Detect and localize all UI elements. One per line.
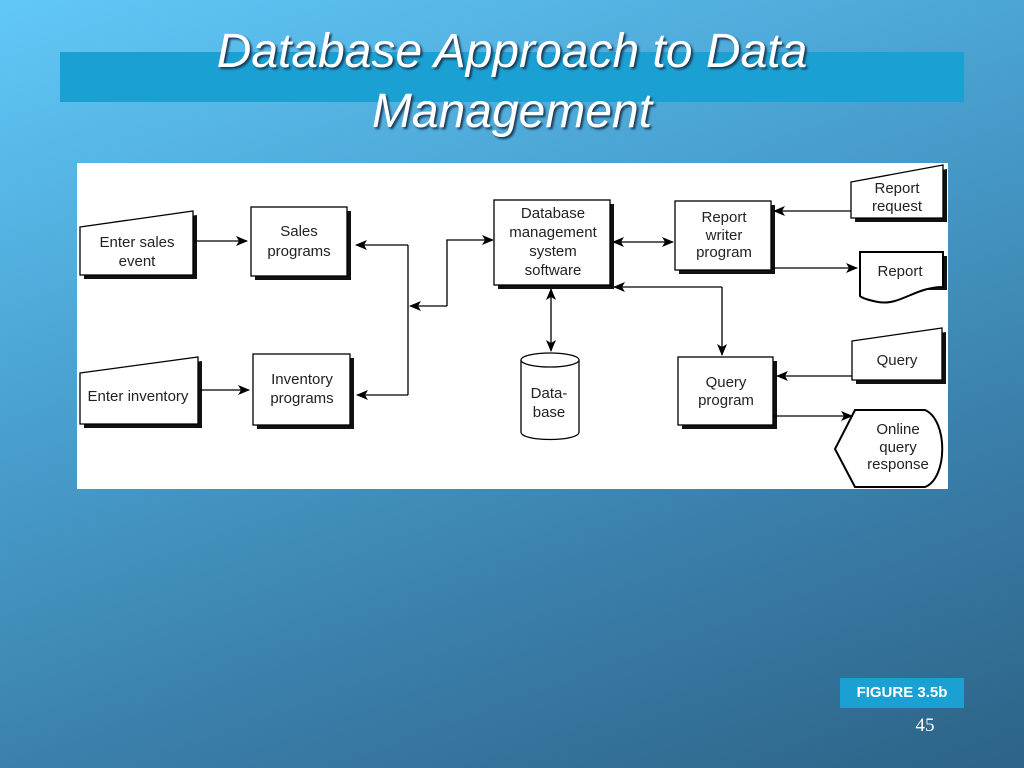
database-label: Data-base [531, 385, 568, 421]
slide-title: Database Approach to Data Management [0, 22, 1024, 142]
figure-label: FIGURE 3.5b [840, 678, 964, 708]
enter-inventory-label: Enter inventory [88, 388, 189, 405]
dbms-box [493, 199, 611, 286]
sales-programs-box [250, 206, 348, 277]
query-input-shape [851, 327, 943, 381]
connectors [195, 206, 858, 421]
enter-sales-input-shape [79, 210, 194, 276]
report-label: Report [877, 263, 923, 280]
page-number: 45 [915, 715, 935, 736]
report-document-shape [859, 251, 944, 304]
online-response-display-shape [833, 409, 944, 488]
report-request-input-shape [850, 164, 944, 219]
database-cylinder [520, 352, 580, 441]
query-program-box [677, 356, 774, 426]
title-line-1: Database Approach to Data [216, 25, 808, 78]
query-label: Query [877, 352, 918, 369]
enter-inventory-input-shape [79, 356, 199, 425]
title-line-2: Management [371, 85, 653, 138]
title-band [60, 52, 964, 102]
inventory-programs-box [252, 353, 351, 426]
report-writer-box [674, 200, 772, 271]
